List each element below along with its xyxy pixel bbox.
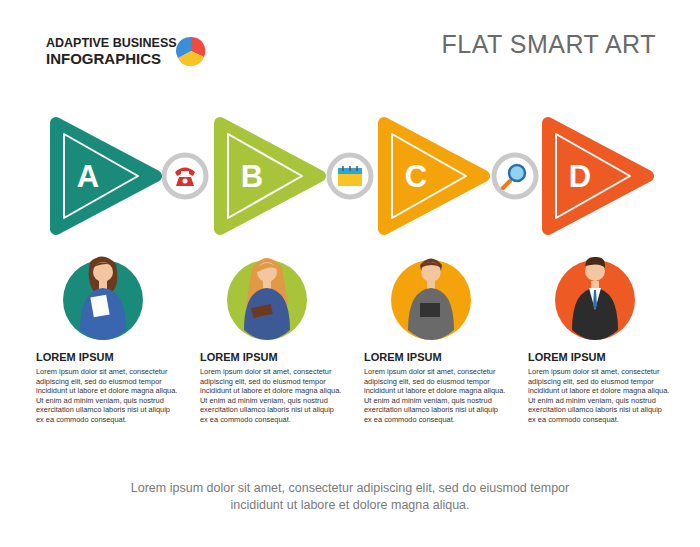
- step-joint: [329, 155, 371, 197]
- step-joint: [164, 155, 206, 197]
- step-triangle: A: [50, 117, 162, 235]
- person-figure: [555, 257, 635, 340]
- step-triangle: B: [214, 117, 326, 235]
- step-joint: [494, 155, 536, 197]
- logo-text: ADAPTIVE BUSINESS: [46, 36, 177, 50]
- person-figure: [227, 258, 307, 340]
- column-heading: LOREM IPSUM: [200, 351, 278, 363]
- step-letter: A: [77, 161, 99, 192]
- triangle-shape: [50, 117, 162, 235]
- triangle-shape: [542, 117, 654, 235]
- step-letter: C: [405, 161, 427, 192]
- step-triangle: D: [542, 117, 654, 235]
- logo-pie: [176, 37, 205, 66]
- column-body: Lorem ipsum dolor sit amet, consectetur …: [528, 367, 670, 425]
- step-letter: B: [241, 161, 263, 192]
- triangle-shape: [378, 117, 490, 235]
- step-triangle: C: [378, 117, 490, 235]
- person-figure: [391, 259, 471, 341]
- column-heading: LOREM IPSUM: [528, 351, 606, 363]
- column-heading: LOREM IPSUM: [36, 351, 114, 363]
- column-heading: LOREM IPSUM: [364, 351, 442, 363]
- triangle-shape: [214, 117, 326, 235]
- person-figure: [63, 256, 143, 340]
- column-body: Lorem ipsum dolor sit amet, consectetur …: [364, 367, 506, 425]
- column-body: Lorem ipsum dolor sit amet, consectetur …: [36, 367, 178, 425]
- page-title: FLAT SMART ART: [442, 30, 656, 59]
- logo-text: INFOGRAPHICS: [46, 50, 161, 67]
- caption: Lorem ipsum dolor sit amet, consectetur …: [115, 480, 585, 514]
- step-letter: D: [569, 161, 591, 192]
- column-body: Lorem ipsum dolor sit amet, consectetur …: [200, 367, 342, 425]
